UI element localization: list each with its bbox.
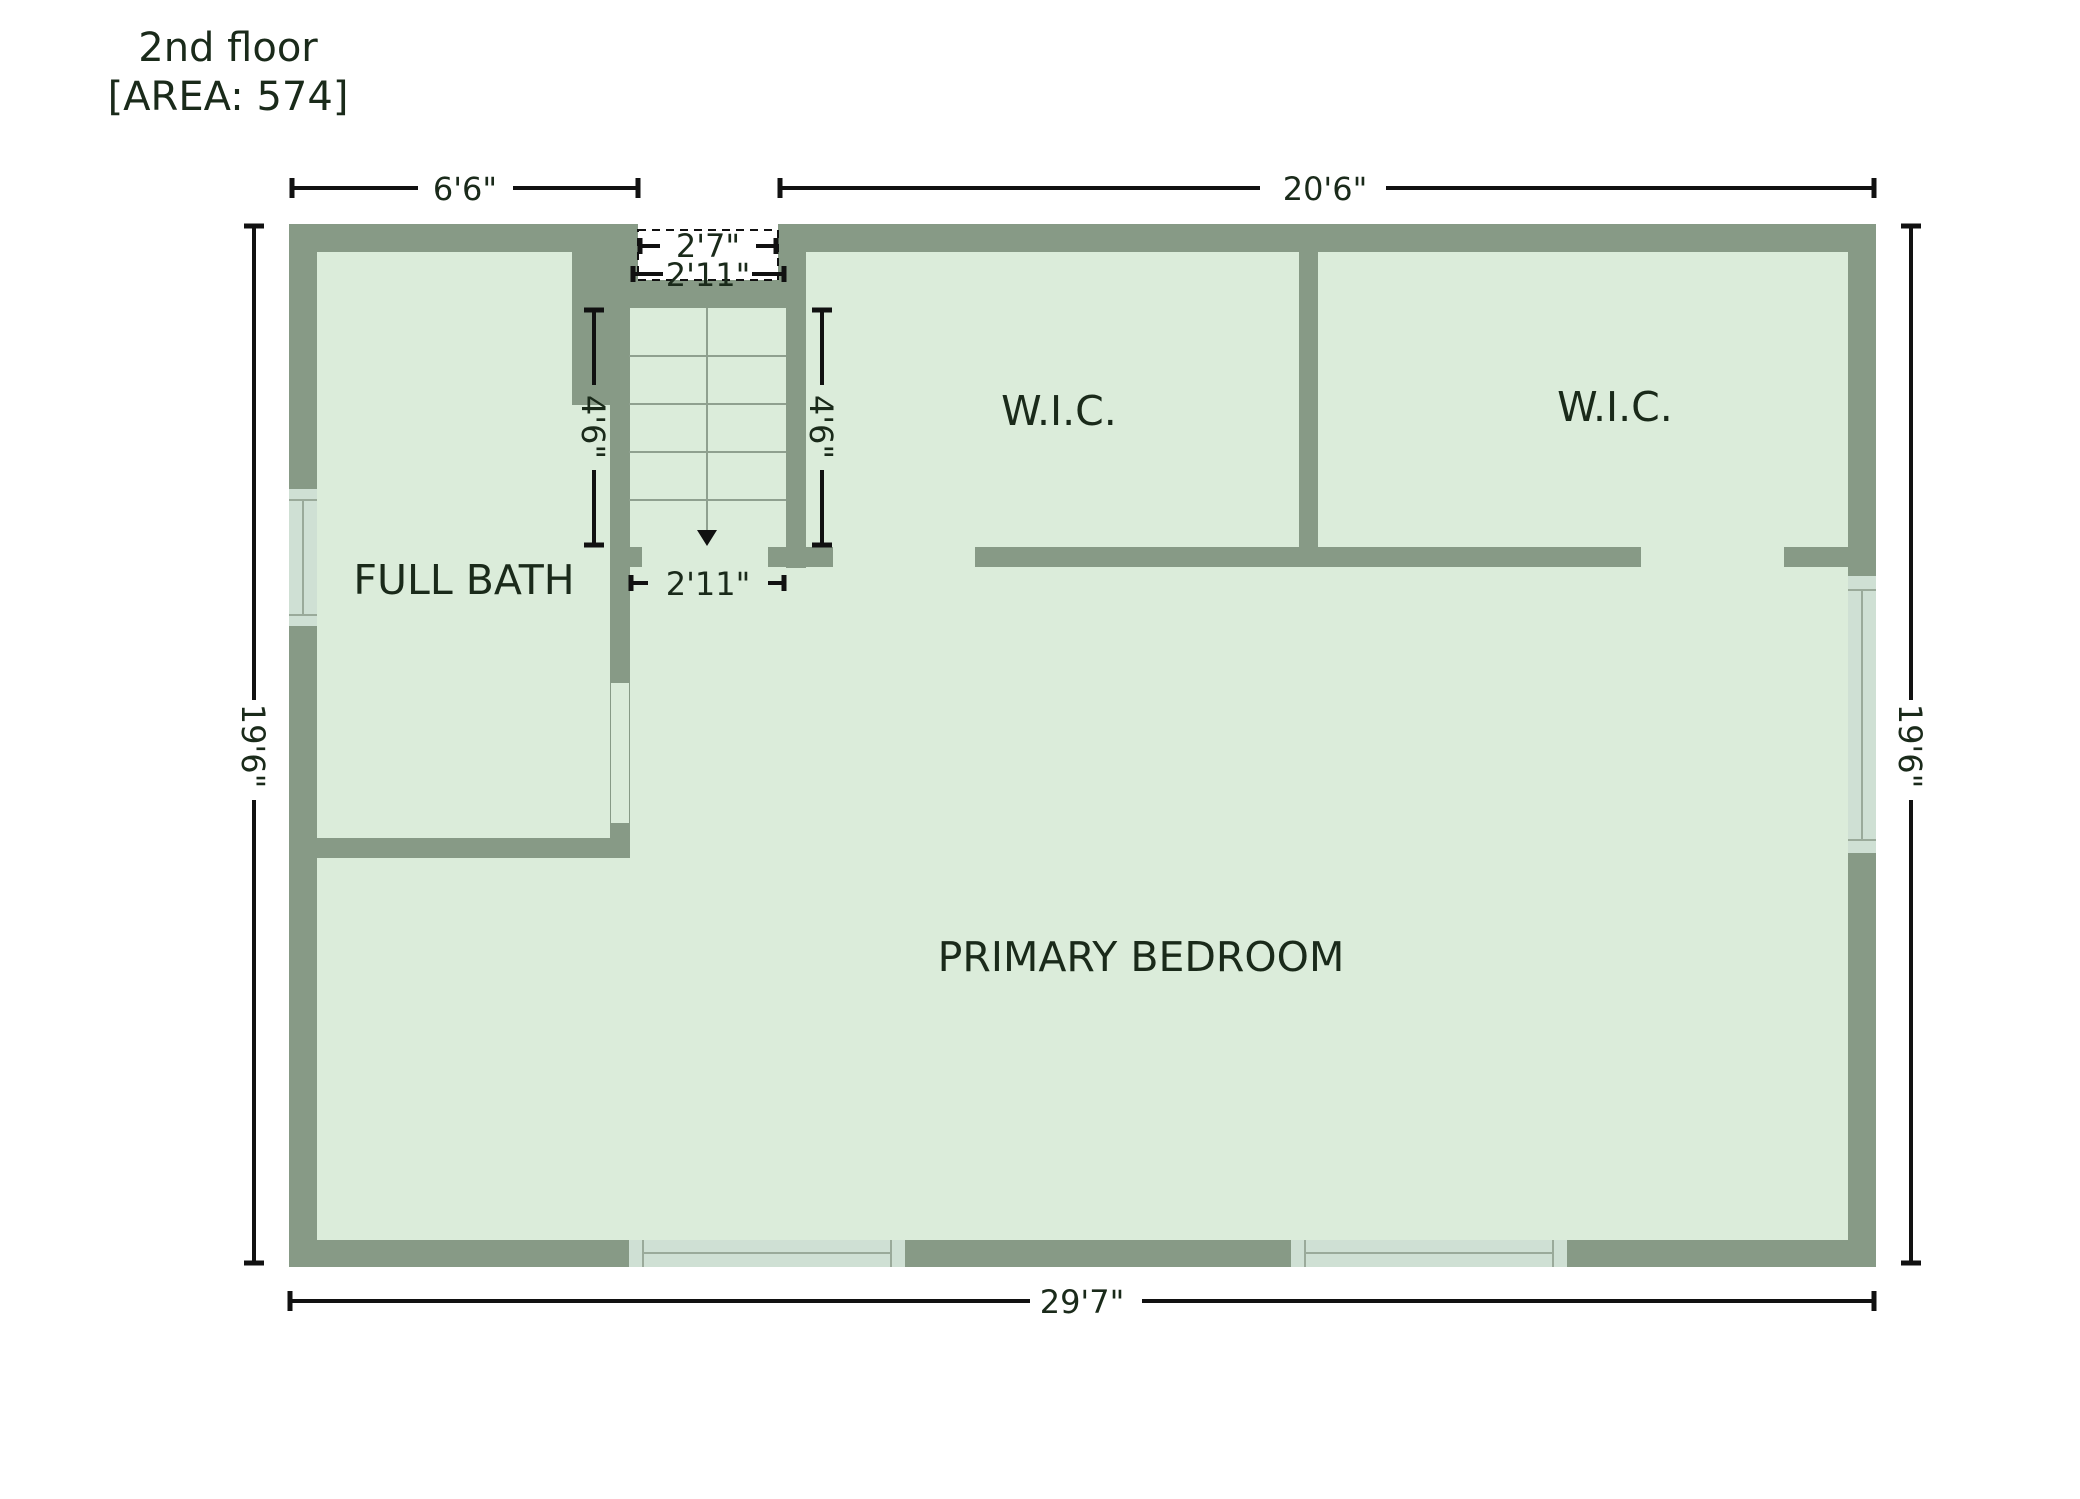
- svg-text:6'6": 6'6": [433, 170, 497, 208]
- dimension-stair-bottom: 2'11": [628, 565, 787, 603]
- bath-bottom-wall: [317, 838, 630, 858]
- svg-text:19'6": 19'6": [234, 704, 272, 789]
- dimension-top-left: 6'6": [289, 170, 641, 208]
- svg-text:2'7": 2'7": [676, 227, 740, 265]
- room-label-primary-bedroom: PRIMARY BEDROOM: [938, 933, 1345, 981]
- stair-landing-opening: [642, 547, 768, 567]
- wic-left-floor: [806, 252, 1299, 547]
- stair-treads: [629, 308, 786, 530]
- dimension-stair-opening-outer: 2'7": [637, 227, 779, 265]
- floor-area-label: [AREA: 574]: [108, 74, 349, 120]
- stair-right-wall: [786, 252, 806, 568]
- wic-left-door-opening: [833, 547, 975, 567]
- stair-arrow-icon: [697, 530, 717, 546]
- dimension-top-right: 20'6": [777, 170, 1877, 208]
- dimension-bottom: 29'7": [287, 1283, 1877, 1321]
- dimension-stair-left: 4'6": [574, 307, 612, 548]
- window-bottom-left: [629, 1240, 905, 1267]
- room-label-wic-right: W.I.C.: [1557, 383, 1673, 431]
- floor-title: 2nd floor: [138, 25, 318, 71]
- svg-text:29'7": 29'7": [1040, 1283, 1125, 1321]
- svg-text:2'11": 2'11": [666, 256, 751, 294]
- window-left: [289, 489, 317, 626]
- dimension-left: 19'6": [234, 223, 272, 1266]
- stair-top-wall: [629, 280, 786, 308]
- svg-text:4'6": 4'6": [574, 395, 612, 459]
- wic-right-floor: [1318, 252, 1848, 547]
- primary-bedroom-floor: [317, 567, 1848, 1240]
- stair-opening-dashed: [637, 229, 779, 281]
- dimension-stair-right: 4'6": [802, 307, 840, 548]
- svg-text:2'11": 2'11": [666, 565, 751, 603]
- window-right: [1848, 576, 1876, 853]
- wic-right-door-opening: [1641, 547, 1784, 567]
- room-label-wic-left: W.I.C.: [1001, 387, 1117, 435]
- room-label-full-bath: FULL BATH: [353, 556, 574, 604]
- dimension-right: 19'6": [1891, 223, 1929, 1266]
- svg-text:4'6": 4'6": [802, 395, 840, 459]
- wic-divider-wall: [1299, 252, 1318, 547]
- svg-text:20'6": 20'6": [1283, 170, 1368, 208]
- dimension-stair-opening-inner: 2'11": [630, 256, 787, 294]
- bath-door-opening: [611, 683, 629, 823]
- window-bottom-right: [1291, 1240, 1567, 1267]
- svg-text:19'6": 19'6": [1891, 704, 1929, 789]
